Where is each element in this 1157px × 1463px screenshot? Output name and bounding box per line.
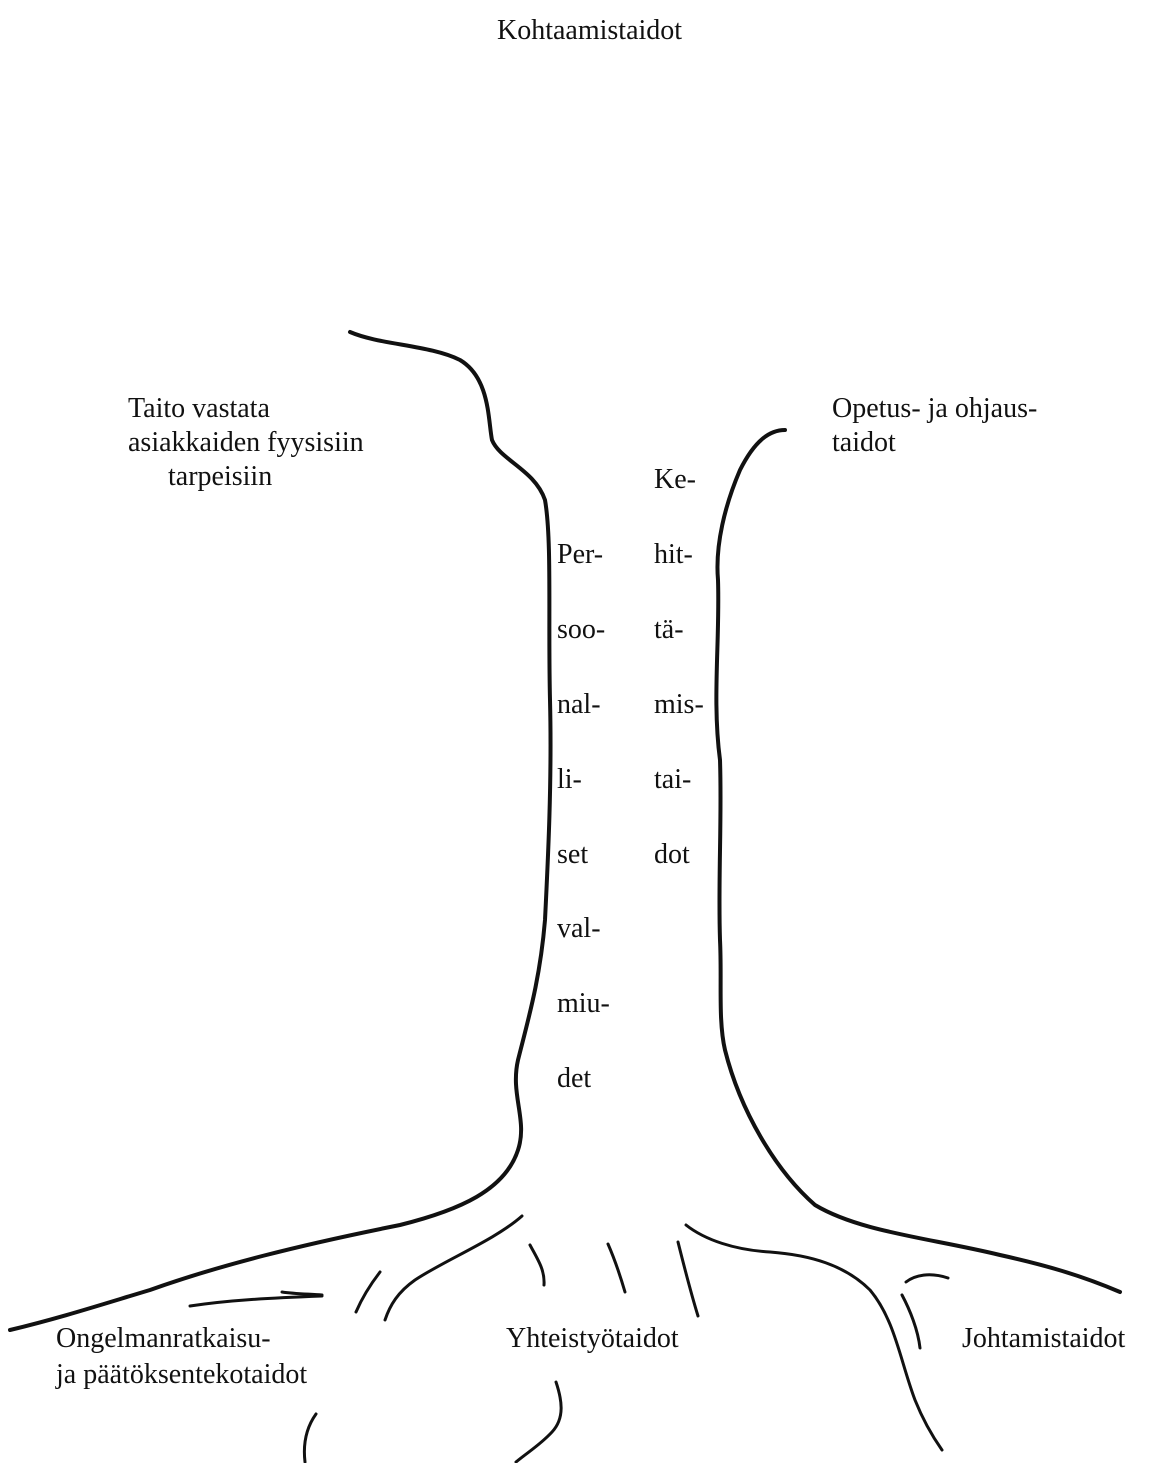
root-left-lower-double [282, 1292, 322, 1295]
bottom-left-label-line1: Ongelmanratkaisu- [56, 1322, 271, 1356]
bottom-left-label-line2: ja päätöksentekotaidot [56, 1358, 307, 1392]
trunk-left-syllable: miu- [557, 987, 610, 1021]
trunk-left-syllable: Per- [557, 538, 603, 572]
trunk-right-syllable: hit- [654, 538, 693, 572]
left-branch-label-line2: asiakkaiden fyysisiin [128, 426, 364, 460]
top-branch-label: Kohtaamistaidot [497, 14, 682, 48]
bottom-right-label: Johtamistaidot [962, 1322, 1125, 1356]
trunk-left-syllable: li- [557, 763, 582, 797]
trunk-left-syllable: soo- [557, 613, 605, 647]
trunk-right-syllable: dot [654, 838, 690, 872]
trunk-right-syllable: tai- [654, 763, 691, 797]
trunk-right-syllable: Ke- [654, 463, 696, 497]
trunk-left-syllable: set [557, 838, 588, 872]
root-left-lower [190, 1296, 322, 1306]
trunk-left-syllable: nal- [557, 688, 601, 722]
right-branch-label-line1: Opetus- ja ohjaus- [832, 392, 1037, 426]
trunk-left-outline [10, 332, 551, 1330]
trunk-right-syllable: mis- [654, 688, 704, 722]
root-right-main [686, 1225, 942, 1450]
root-bottom-left [304, 1414, 316, 1462]
left-branch-label-line1: Taito vastata [128, 392, 270, 426]
left-branch-label-line3: tarpeisiin [168, 460, 272, 494]
trunk-left-syllable: val- [557, 912, 601, 946]
root-left-tick [356, 1272, 380, 1312]
root-center-mid [608, 1244, 625, 1292]
root-right-hook [906, 1275, 948, 1282]
trunk-right-outline [716, 430, 1120, 1292]
root-right-tick [902, 1295, 920, 1348]
trunk-right-syllable: tä- [654, 613, 684, 647]
trunk-left-syllable: det [557, 1062, 591, 1096]
root-center-left [385, 1216, 522, 1320]
root-center-hook [530, 1245, 544, 1285]
right-branch-label-line2: taidot [832, 426, 896, 460]
bottom-center-label: Yhteistyötaidot [506, 1322, 679, 1356]
root-center-right [678, 1242, 698, 1316]
root-bottom-center [516, 1382, 561, 1462]
